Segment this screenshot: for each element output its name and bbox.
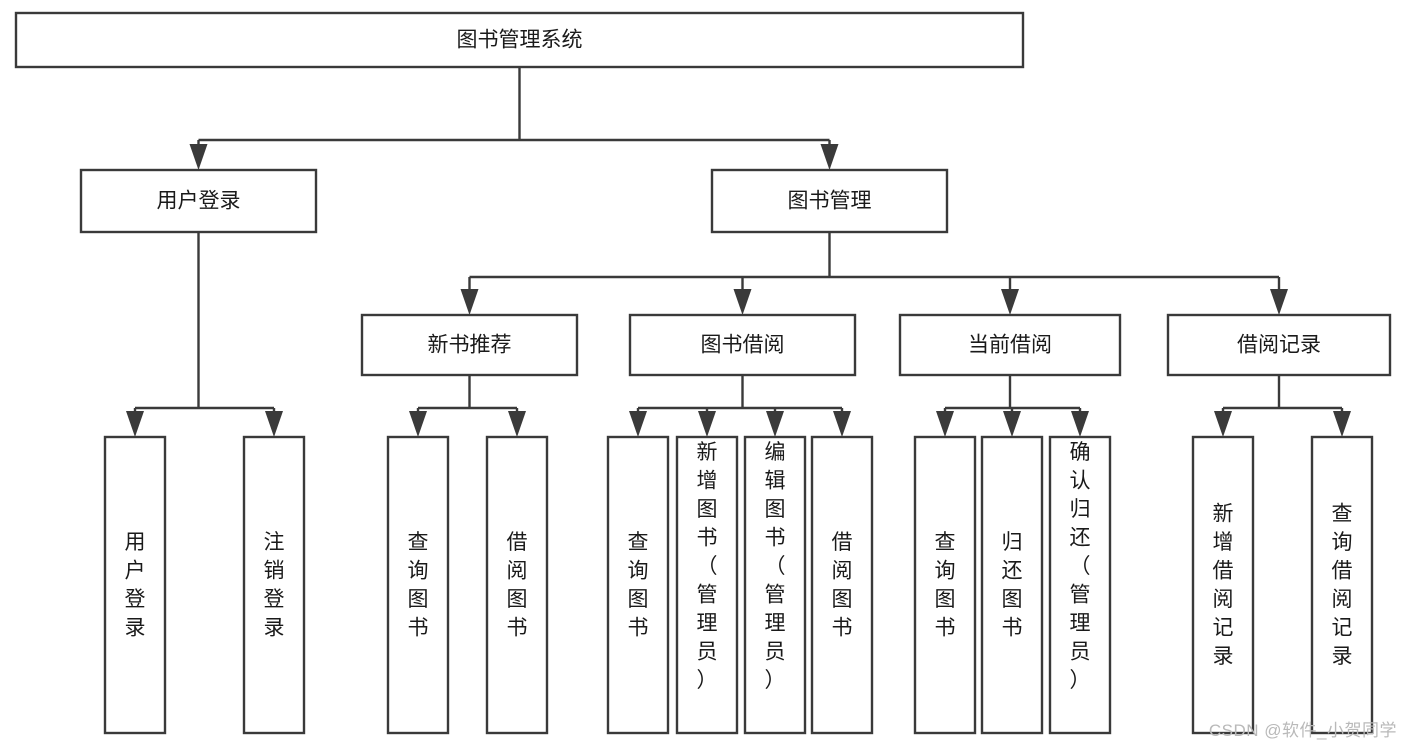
connectors-layer bbox=[126, 67, 1351, 437]
node-box-current-borrow[interactable] bbox=[898, 313, 1122, 377]
node-current-borrow[interactable]: 当前借阅 bbox=[898, 313, 1122, 377]
node-box-borrow-book-1[interactable] bbox=[485, 435, 549, 735]
node-user-login-leaf[interactable]: 用户登录 bbox=[103, 435, 167, 735]
arrow-head-icon-confirm-return-admin bbox=[1071, 411, 1089, 437]
node-borrow-book-2[interactable]: 借阅图书 bbox=[810, 435, 874, 735]
node-label-add-book-admin: 新增图书（管理员） bbox=[697, 441, 718, 692]
arrow-head-icon-user-login bbox=[189, 144, 208, 170]
node-user-logout-leaf[interactable]: 注销登录 bbox=[242, 435, 306, 735]
node-label-borrow-book-2: 借阅图书 bbox=[832, 531, 853, 640]
node-edit-book-admin[interactable]: 编辑图书（管理员） bbox=[743, 435, 807, 735]
arrow-head-icon-borrow-record bbox=[1270, 289, 1288, 315]
node-box-confirm-return-admin[interactable] bbox=[1048, 435, 1112, 735]
arrow-head-icon-user-login-leaf bbox=[126, 411, 144, 437]
node-label-query-book-3: 查询图书 bbox=[935, 531, 956, 640]
node-label-book-manage: 图书管理 bbox=[788, 190, 872, 213]
node-add-borrow-record[interactable]: 新增借阅记录 bbox=[1191, 435, 1255, 735]
node-book-manage[interactable]: 图书管理 bbox=[710, 168, 949, 234]
arrow-head-icon-query-book-2 bbox=[629, 411, 647, 437]
node-label-borrow-book-1: 借阅图书 bbox=[507, 531, 528, 640]
node-box-user-login[interactable] bbox=[79, 168, 318, 234]
node-user-login[interactable]: 用户登录 bbox=[79, 168, 318, 234]
node-borrow-book-1[interactable]: 借阅图书 bbox=[485, 435, 549, 735]
node-book-borrow[interactable]: 图书借阅 bbox=[628, 313, 857, 377]
node-box-edit-book-admin[interactable] bbox=[743, 435, 807, 735]
arrow-head-icon-add-book-admin bbox=[698, 411, 716, 437]
node-label-add-borrow-record: 新增借阅记录 bbox=[1213, 503, 1234, 669]
node-box-book-borrow[interactable] bbox=[628, 313, 857, 377]
arrow-head-icon-query-borrow-record bbox=[1333, 411, 1351, 437]
node-box-user-logout-leaf[interactable] bbox=[242, 435, 306, 735]
node-query-book-2[interactable]: 查询图书 bbox=[606, 435, 670, 735]
node-label-borrow-record: 借阅记录 bbox=[1237, 334, 1321, 357]
node-query-book-1[interactable]: 查询图书 bbox=[386, 435, 450, 735]
node-borrow-record[interactable]: 借阅记录 bbox=[1166, 313, 1392, 377]
arrow-head-icon-borrow-book-1 bbox=[508, 411, 526, 437]
node-box-add-borrow-record[interactable] bbox=[1191, 435, 1255, 735]
node-label-user-login: 用户登录 bbox=[157, 190, 241, 213]
node-box-query-book-3[interactable] bbox=[913, 435, 977, 735]
node-box-borrow-book-2[interactable] bbox=[810, 435, 874, 735]
arrow-head-icon-new-book-recommend bbox=[460, 289, 479, 315]
node-box-root[interactable] bbox=[14, 11, 1025, 69]
node-label-root: 图书管理系统 bbox=[457, 29, 583, 52]
node-label-current-borrow: 当前借阅 bbox=[968, 334, 1052, 357]
arrow-head-icon-current-borrow bbox=[1001, 289, 1019, 315]
node-query-borrow-record[interactable]: 查询借阅记录 bbox=[1310, 435, 1374, 735]
arrow-head-icon-query-book-3 bbox=[936, 411, 954, 437]
node-label-return-book: 归还图书 bbox=[1002, 531, 1023, 640]
node-new-book-recommend[interactable]: 新书推荐 bbox=[360, 313, 579, 377]
node-label-user-logout-leaf: 注销登录 bbox=[264, 531, 285, 640]
node-box-add-book-admin[interactable] bbox=[675, 435, 739, 735]
arrow-head-icon-user-logout-leaf bbox=[265, 411, 283, 437]
arrow-head-icon-book-borrow bbox=[733, 289, 752, 315]
node-label-book-borrow: 图书借阅 bbox=[701, 334, 785, 357]
arrow-head-icon-book-manage bbox=[820, 144, 839, 170]
node-confirm-return-admin[interactable]: 确认归还（管理员） bbox=[1048, 435, 1112, 735]
node-label-edit-book-admin: 编辑图书（管理员） bbox=[765, 441, 786, 692]
arrow-head-icon-add-borrow-record bbox=[1214, 411, 1232, 437]
arrow-head-icon-return-book bbox=[1003, 411, 1021, 437]
node-box-book-manage[interactable] bbox=[710, 168, 949, 234]
node-box-query-borrow-record[interactable] bbox=[1310, 435, 1374, 735]
arrow-head-icon-query-book-1 bbox=[409, 411, 427, 437]
node-label-query-book-2: 查询图书 bbox=[628, 531, 649, 640]
node-add-book-admin[interactable]: 新增图书（管理员） bbox=[675, 435, 739, 735]
node-label-user-login-leaf: 用户登录 bbox=[125, 531, 146, 640]
arrow-head-icon-edit-book-admin bbox=[766, 411, 784, 437]
node-box-return-book[interactable] bbox=[980, 435, 1044, 735]
node-box-new-book-recommend[interactable] bbox=[360, 313, 579, 377]
node-label-query-book-1: 查询图书 bbox=[408, 531, 429, 640]
nodes-layer: 图书管理系统用户登录图书管理新书推荐图书借阅当前借阅借阅记录用户登录注销登录查询… bbox=[14, 11, 1392, 735]
node-box-query-book-2[interactable] bbox=[606, 435, 670, 735]
node-root[interactable]: 图书管理系统 bbox=[14, 11, 1025, 69]
arrow-head-icon-borrow-book-2 bbox=[833, 411, 851, 437]
node-query-book-3[interactable]: 查询图书 bbox=[913, 435, 977, 735]
node-box-user-login-leaf[interactable] bbox=[103, 435, 167, 735]
node-box-borrow-record[interactable] bbox=[1166, 313, 1392, 377]
node-label-query-borrow-record: 查询借阅记录 bbox=[1332, 503, 1353, 669]
node-return-book[interactable]: 归还图书 bbox=[980, 435, 1044, 735]
node-label-new-book-recommend: 新书推荐 bbox=[428, 334, 512, 357]
node-box-query-book-1[interactable] bbox=[386, 435, 450, 735]
node-label-confirm-return-admin: 确认归还（管理员） bbox=[1070, 441, 1091, 692]
